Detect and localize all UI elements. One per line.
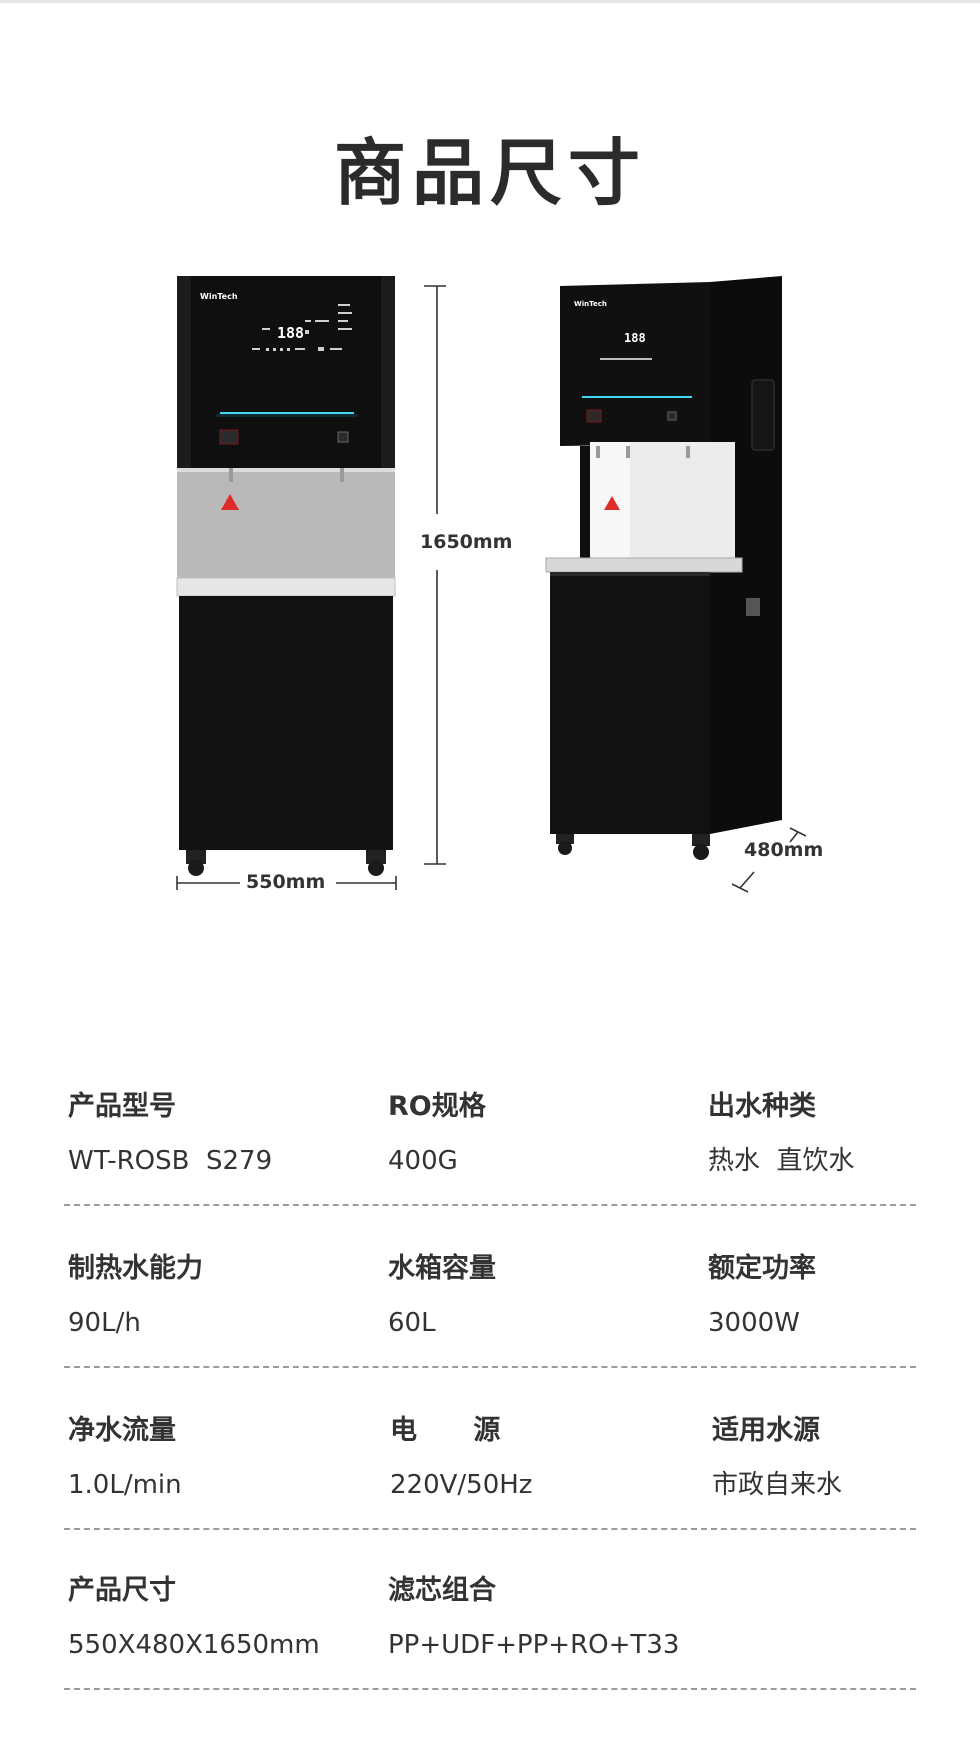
spec-label: 水箱容量 bbox=[388, 1253, 496, 1284]
spec-value: 220V/50Hz bbox=[390, 1470, 533, 1500]
page-title: 商品尺寸 bbox=[333, 131, 646, 215]
front-wheel-left bbox=[188, 860, 204, 876]
spec-label: 制热水能力 bbox=[68, 1253, 203, 1284]
side-wheel-right bbox=[693, 844, 709, 860]
side-light-bar bbox=[582, 396, 692, 398]
spec-label: 产品尺寸 bbox=[68, 1575, 176, 1606]
spec-value: 3000W bbox=[708, 1308, 800, 1338]
spec-divider bbox=[64, 1528, 916, 1530]
height-label: 1650mm bbox=[414, 530, 519, 554]
depth-dimension-line bbox=[731, 827, 807, 893]
product-figure: WinTech 188 bbox=[0, 260, 980, 1000]
spec-cell-water-type: 出水种类 热水 直饮水 bbox=[708, 1090, 855, 1178]
side-warning-icon bbox=[604, 496, 620, 510]
side-wheel-left bbox=[558, 841, 572, 855]
side-brand-logo: WinTech bbox=[574, 300, 607, 308]
spec-value: 400G bbox=[388, 1146, 458, 1176]
spec-divider bbox=[64, 1204, 916, 1206]
front-cold-button-icon bbox=[337, 431, 349, 443]
spec-value: WT-ROSB S279 bbox=[68, 1146, 273, 1176]
front-wheel-right bbox=[368, 860, 384, 876]
spec-cell-power-source: 电 源 220V/50Hz bbox=[390, 1414, 532, 1502]
spec-value: 90L/h bbox=[68, 1308, 141, 1338]
front-drip-tray bbox=[176, 577, 396, 597]
front-light-bar bbox=[220, 412, 354, 414]
spec-label: 额定功率 bbox=[708, 1253, 816, 1284]
display-indicators bbox=[252, 304, 352, 351]
spec-label: 产品型号 bbox=[68, 1091, 176, 1122]
top-divider bbox=[0, 0, 980, 3]
spec-cell-tank: 水箱容量 60L bbox=[388, 1252, 496, 1340]
spec-value: 1.0L/min bbox=[68, 1470, 182, 1500]
front-tap-left bbox=[229, 468, 233, 482]
front-hot-button-icon bbox=[219, 429, 239, 445]
spec-cell-power: 额定功率 3000W bbox=[708, 1252, 816, 1340]
spec-cell-size: 产品尺寸 550X480X1650mm bbox=[68, 1574, 320, 1662]
spec-value: 60L bbox=[388, 1308, 436, 1338]
side-display-readout: 188 bbox=[624, 331, 646, 345]
spec-label: 净水流量 bbox=[68, 1415, 176, 1446]
height-dimension-line bbox=[424, 285, 446, 865]
front-warning-icon bbox=[221, 494, 239, 510]
spec-cell-heating: 制热水能力 90L/h bbox=[68, 1252, 203, 1340]
spec-cell-model: 产品型号 WT-ROSB S279 bbox=[68, 1090, 272, 1178]
brand-logo: WinTech bbox=[200, 292, 238, 301]
width-dimension-line bbox=[176, 876, 397, 890]
width-label: 550mm bbox=[240, 870, 332, 894]
spec-label: 适用水源 bbox=[712, 1415, 820, 1446]
product-illustration: WinTech 188 bbox=[176, 276, 807, 893]
front-view-dispenser: WinTech 188 bbox=[176, 276, 396, 876]
spec-value: 市政自来水 bbox=[712, 1470, 843, 1500]
front-tap-right bbox=[340, 468, 344, 482]
spec-label: RO规格 bbox=[388, 1091, 486, 1122]
depth-label: 480mm bbox=[744, 839, 824, 861]
spec-value: 550X480X1650mm bbox=[68, 1630, 320, 1660]
spec-label: 滤芯组合 bbox=[388, 1575, 496, 1606]
side-view-dispenser: WinTech 188 bbox=[545, 276, 782, 860]
spec-value: PP+UDF+PP+RO+T33 bbox=[388, 1630, 680, 1660]
spec-label: 电 源 bbox=[390, 1415, 501, 1446]
spec-label: 出水种类 bbox=[708, 1091, 816, 1122]
spec-cell-filters: 滤芯组合 PP+UDF+PP+RO+T33 bbox=[388, 1574, 679, 1662]
spec-cell-water-source: 适用水源 市政自来水 bbox=[712, 1414, 842, 1502]
spec-divider bbox=[64, 1688, 916, 1690]
spec-value: 热水 直饮水 bbox=[708, 1146, 855, 1176]
spec-cell-ro: RO规格 400G bbox=[388, 1090, 486, 1178]
side-drip-tray bbox=[545, 557, 743, 573]
display-readout: 188 bbox=[277, 324, 304, 342]
spec-cell-flow: 净水流量 1.0L/min bbox=[68, 1414, 182, 1502]
spec-divider bbox=[64, 1366, 916, 1368]
